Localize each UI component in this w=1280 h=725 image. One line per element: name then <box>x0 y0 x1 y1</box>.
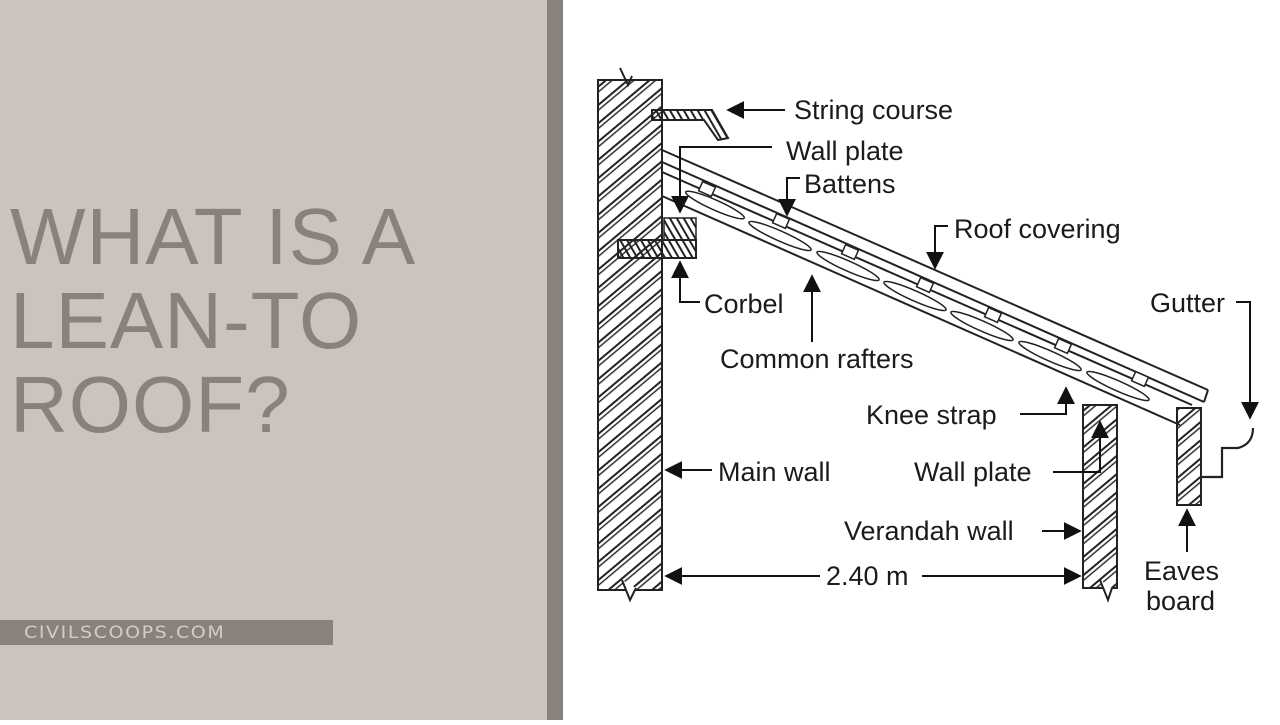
title-line-2: LEAN-TO <box>10 276 363 365</box>
label-roof-covering: Roof covering <box>954 214 1121 244</box>
label-main-wall: Main wall <box>718 457 831 487</box>
site-badge: CIVILSCOOPS.COM <box>0 620 333 645</box>
left-panel: WHAT IS A LEAN-TO ROOF? CIVILSCOOPS.COM <box>0 0 547 720</box>
corbel <box>617 239 697 259</box>
eaves-board <box>1176 407 1202 506</box>
label-verandah-wall: Verandah wall <box>844 516 1014 546</box>
page-title: WHAT IS A LEAN-TO ROOF? <box>10 195 416 447</box>
label-eaves-board-1: Eaves <box>1144 556 1219 586</box>
label-knee-strap: Knee strap <box>866 400 997 430</box>
label-eaves-board-2: board <box>1146 586 1215 616</box>
wall-plate-top <box>663 217 697 241</box>
verandah-wall <box>1082 404 1118 603</box>
label-wall-plate-bottom: Wall plate <box>914 457 1032 487</box>
label-corbel: Corbel <box>704 289 784 319</box>
label-battens: Battens <box>804 169 896 199</box>
label-span: 2.40 m <box>826 561 909 591</box>
title-line-3: ROOF? <box>10 360 291 449</box>
label-string-course: String course <box>794 95 953 125</box>
lean-to-roof-diagram: String course Wall plate Battens Roof co… <box>563 0 1280 720</box>
label-gutter: Gutter <box>1150 288 1225 318</box>
gutter <box>1201 427 1255 479</box>
site-label: CIVILSCOOPS.COM <box>24 623 226 643</box>
label-common-rafters: Common rafters <box>720 344 914 374</box>
string-course <box>651 109 730 142</box>
label-wall-plate-top: Wall plate <box>786 136 904 166</box>
title-line-1: WHAT IS A <box>10 192 417 281</box>
roof-assembly <box>661 149 1209 426</box>
leader-lines <box>664 101 1259 585</box>
divider-bar <box>547 0 563 720</box>
main-wall <box>597 67 663 603</box>
